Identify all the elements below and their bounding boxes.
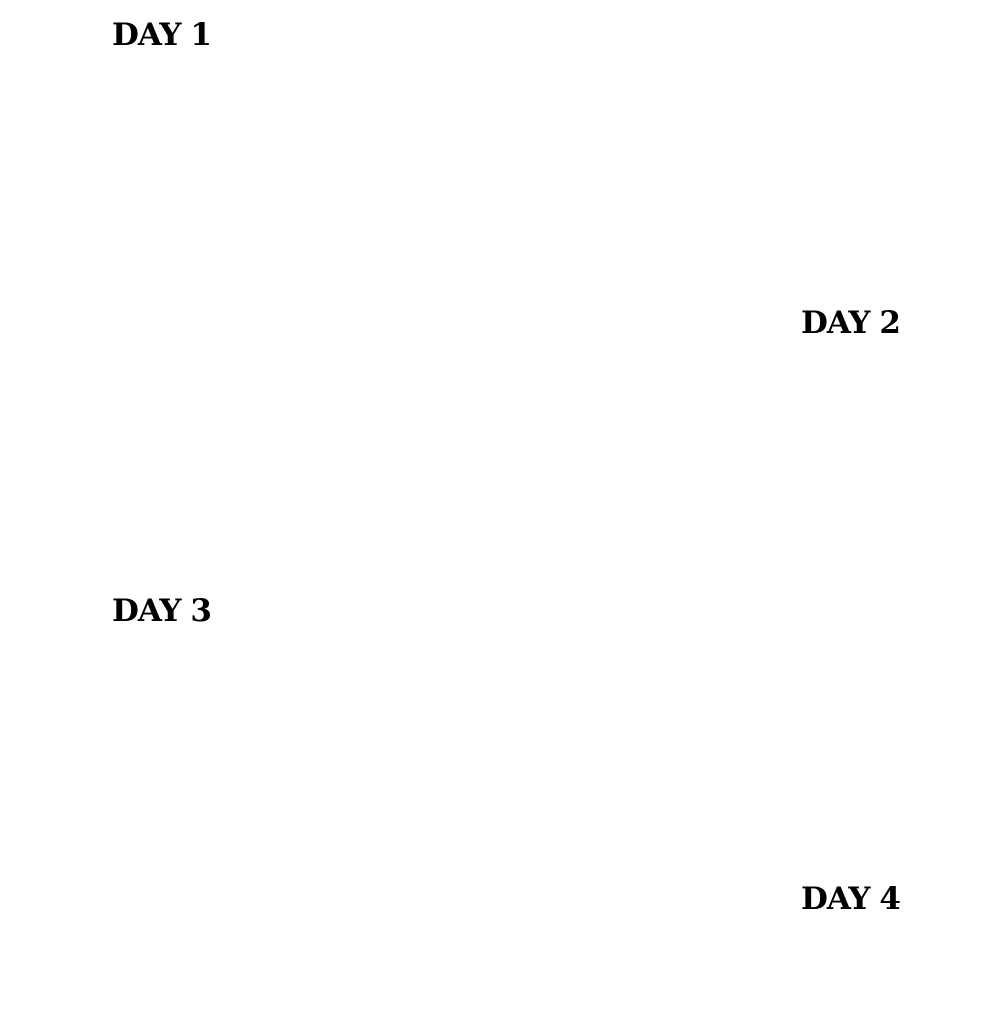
day-2-heading: DAY 2 [801, 305, 901, 341]
day-3-heading: DAY 3 [112, 593, 212, 629]
day-1-heading: DAY 1 [112, 17, 212, 53]
day-4-heading: DAY 4 [801, 881, 901, 917]
